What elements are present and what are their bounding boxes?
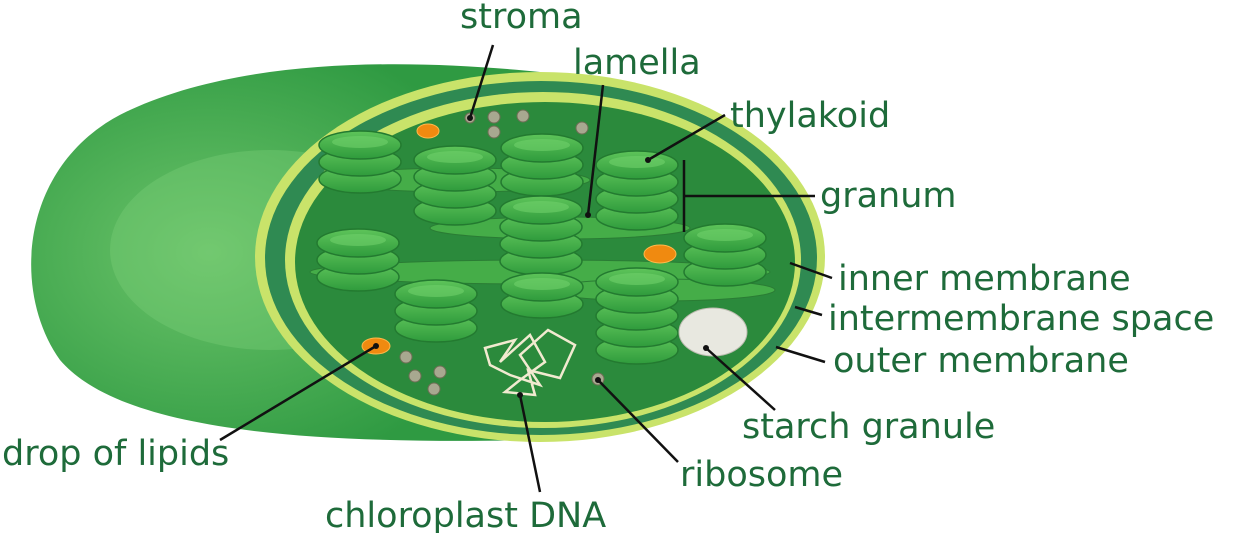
disk-highlight: [427, 151, 483, 163]
label-ribosome: ribosome: [680, 455, 843, 495]
label-granum: granum: [820, 176, 957, 216]
granum-stack: [595, 267, 679, 365]
disk-highlight: [609, 156, 665, 168]
granum-stack: [595, 150, 679, 231]
granum-stack: [316, 228, 400, 292]
label-inner-membrane: inner membrane: [838, 259, 1131, 299]
disk-highlight: [697, 229, 753, 241]
grana: [316, 130, 767, 365]
leader-lines: [219, 44, 833, 493]
granum-stack: [500, 272, 584, 319]
granum-stack: [499, 195, 583, 276]
lipid-drop: [643, 244, 677, 264]
chloroplast-dna: [483, 328, 577, 397]
disk-highlight: [332, 136, 388, 148]
disk-highlight: [513, 201, 569, 213]
label-starch-granule: starch granule: [742, 407, 995, 447]
label-chloroplast-dna: chloroplast DNA: [325, 496, 606, 533]
disk-highlight: [514, 139, 570, 151]
disk-highlight: [609, 273, 665, 285]
label-stroma: stroma: [460, 0, 583, 37]
granum-stack: [413, 145, 497, 226]
disk-highlight: [514, 278, 570, 290]
disk-highlight: [408, 285, 464, 297]
label-thylakoid: thylakoid: [730, 96, 890, 136]
label-outer-membrane: outer membrane: [833, 341, 1129, 381]
starch-granule: [678, 307, 748, 357]
label-intermembrane-space: intermembrane space: [828, 299, 1214, 339]
granum-stack: [500, 133, 584, 197]
granum-stack: [394, 279, 478, 343]
granum-stack: [318, 130, 402, 194]
label-lamella: lamella: [573, 43, 701, 83]
lipid-drop: [416, 123, 440, 139]
disk-highlight: [330, 234, 386, 246]
granum-stack: [683, 223, 767, 287]
label-drop-of-lipids: drop of lipids: [2, 434, 229, 474]
